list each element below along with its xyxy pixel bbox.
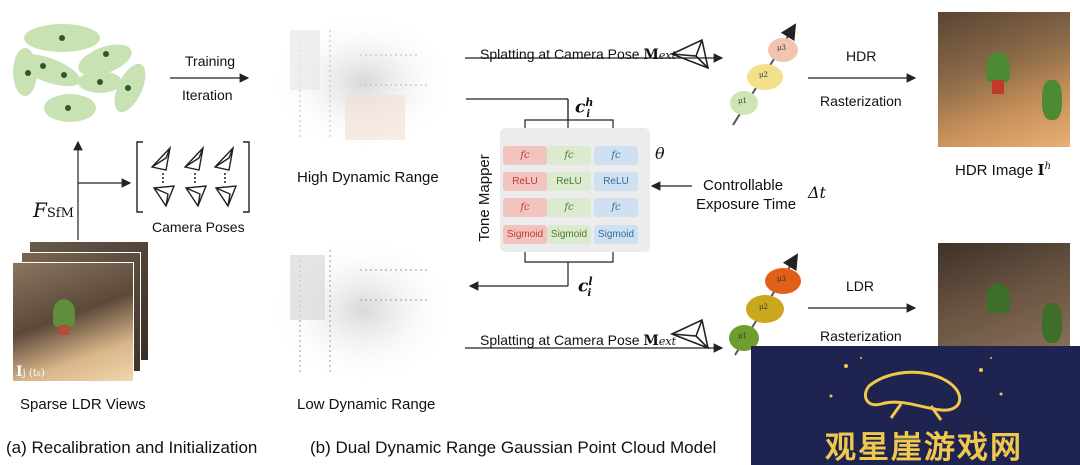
tm-col1-fc1: fc (503, 146, 547, 165)
watermark: 观星崖游戏网 (751, 346, 1080, 465)
mu3-bottom: μ3 (777, 275, 787, 283)
mu1-top: μ1 (738, 97, 748, 105)
tm-col2-fc2: fc (547, 198, 591, 217)
tm-col1-sigmoid: Sigmoid (503, 225, 547, 244)
ldr-view-symbol: Ij (ts) (16, 364, 45, 380)
splat-top-label: Splatting at Camera Pose Mext (480, 46, 677, 63)
mu2-top: μ2 (759, 71, 769, 79)
hdr-rasterization-label: Rasterization (820, 93, 902, 109)
high-dr-label: High Dynamic Range (297, 169, 439, 186)
c-bottom-label: cli (578, 275, 593, 300)
ldr-point-cloud (268, 235, 458, 385)
training-label: Training (185, 53, 236, 69)
gaussian-ellipses (13, 24, 146, 122)
plant-icon (53, 299, 75, 327)
sparse-ldr-label: Sparse LDR Views (20, 396, 146, 413)
low-dr-label: Low Dynamic Range (297, 396, 436, 413)
splat-bottom-label: Splatting at Camera Pose Mext (480, 332, 677, 349)
ldr-view-front (12, 262, 134, 382)
controllable-label: Controllable (703, 177, 784, 194)
gaussian-centers (25, 35, 131, 111)
ldr-label: LDR (846, 278, 875, 294)
tm-col1-relu: ReLU (503, 172, 547, 191)
tm-col3-fc2: fc (594, 198, 638, 217)
tm-col2-relu: ReLU (547, 172, 591, 191)
ldr-rasterization-label: Rasterization (820, 328, 902, 344)
tm-col2-sigmoid: Sigmoid (547, 225, 591, 244)
hdr-gaussian-chain (730, 23, 798, 126)
tm-col3-sigmoid: Sigmoid (594, 225, 638, 244)
telescope-logo-icon (829, 357, 1003, 421)
camera-icon-top (669, 38, 710, 70)
ldr-image (938, 243, 1070, 353)
mu3-top: μ3 (777, 44, 787, 52)
camera-dots (162, 173, 226, 183)
tm-col3-fc1: fc (594, 146, 638, 165)
tone-mapper-label: Tone Mapper (476, 154, 493, 242)
hdr-label: HDR (846, 48, 877, 64)
c-top-label: chi (575, 96, 594, 121)
camera-icon-bottom (669, 318, 710, 350)
mu2-bottom: μ2 (759, 303, 769, 311)
tm-col3-relu: ReLU (594, 172, 638, 191)
hdr-image-label: HDR Image Ih (955, 161, 1052, 179)
iteration-label: Iteration (182, 87, 233, 103)
fsfm-label: FSfM (33, 198, 74, 222)
hdr-image (938, 12, 1070, 147)
exposure-time-label: Exposure Time (696, 196, 797, 213)
caption-b: (b) Dual Dynamic Range Gaussian Point Cl… (310, 438, 717, 457)
mu1-bottom: μ1 (738, 332, 748, 340)
hdr-point-cloud (268, 12, 458, 152)
theta-label: θ (655, 144, 665, 163)
ldr-gaussian-chain (729, 253, 801, 356)
delta-t-label: Δt (808, 183, 826, 202)
watermark-text: 观星崖游戏网 (825, 430, 1023, 465)
ldr-view-stack (12, 242, 152, 382)
camera-poses-matrix (136, 141, 250, 213)
caption-a: (a) Recalibration and Initialization (6, 438, 258, 457)
tm-col2-fc1: fc (547, 146, 591, 165)
camera-poses-label: Camera Poses (152, 219, 245, 235)
tm-col1-fc2: fc (503, 198, 547, 217)
